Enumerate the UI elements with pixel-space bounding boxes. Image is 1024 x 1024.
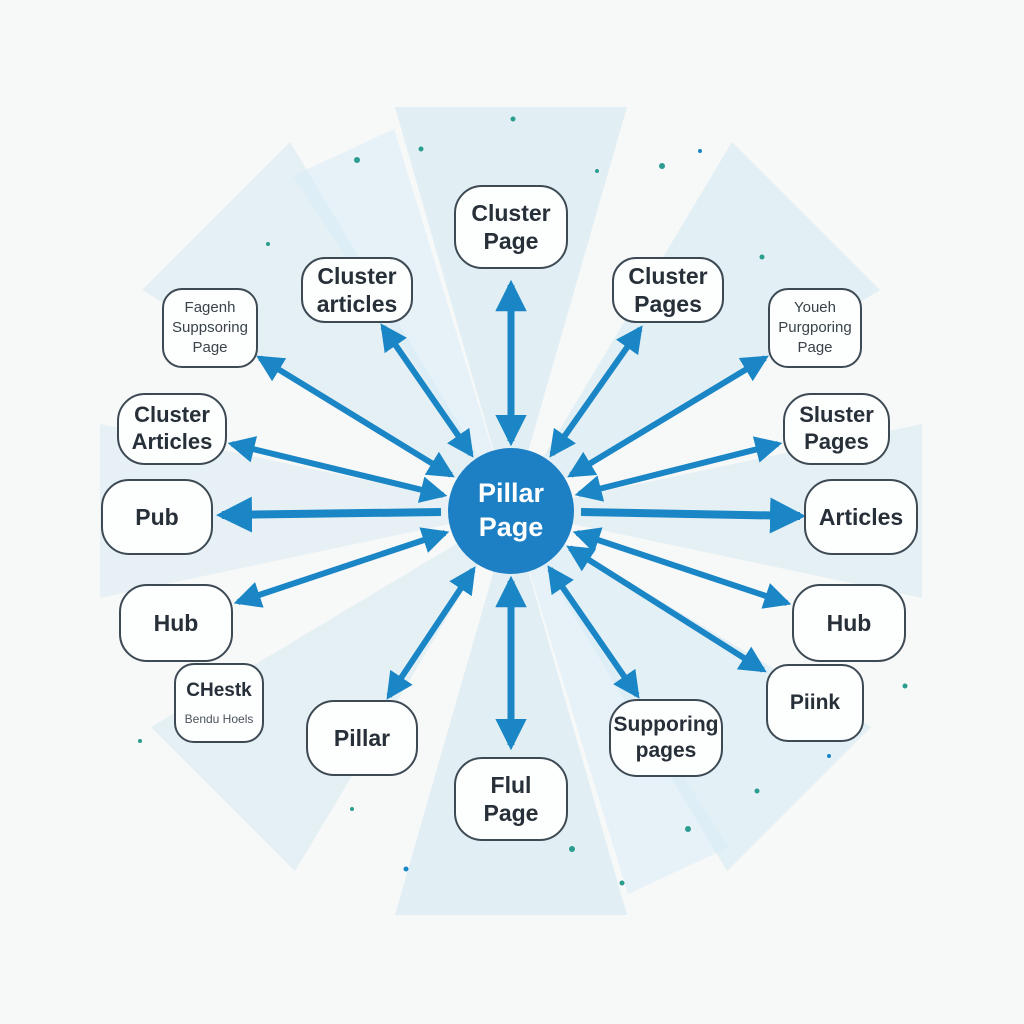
node-cluster-articles-upper-left: Cluster articles	[301, 257, 413, 323]
pillar-page-hub: Pillar Page	[448, 448, 574, 574]
node-pub-left: Pub	[101, 479, 213, 555]
spoke-arrows	[216, 279, 806, 751]
node-supporting-pages-bottom-right: Supporing pages	[609, 699, 723, 777]
node-hub-left: Hub	[119, 584, 233, 662]
node-chestk-lower-left: CHestk Bendu Hoels	[174, 663, 264, 743]
arrow-to-cluster-pages-upper-right	[549, 325, 643, 458]
node-supporting-page-upper-left: Fagenh Suppsoring Page	[162, 288, 258, 368]
arrow-to-articles-right	[580, 497, 806, 534]
node-articles-right: Articles	[804, 479, 918, 555]
node-cluster-page-top: Cluster Page	[454, 185, 568, 269]
node-cluster-articles-left: Cluster Articles	[117, 393, 227, 465]
node-cluster-pages-upper-right: Cluster Pages	[612, 257, 724, 323]
decorative-dots	[138, 116, 908, 886]
arrow-to-cluster-articles-left	[227, 436, 448, 503]
node-supporting-page-upper-right: Youeh Purgporing Page	[768, 288, 862, 368]
node-chestk-subtitle: Bendu Hoels	[184, 712, 254, 727]
node-flul-page-bottom: Flul Page	[454, 757, 568, 841]
arrow-to-hub-right	[572, 527, 792, 609]
node-piink-lower-right: Piink	[766, 664, 864, 742]
arrow-to-pillar-bottom-left	[386, 566, 476, 700]
node-pillar-bottom-left: Pillar	[306, 700, 418, 776]
arrow-to-hub-left	[233, 527, 450, 608]
node-chestk-title: CHestk	[186, 680, 252, 702]
node-sluster-pages-right: Sluster Pages	[783, 393, 890, 465]
arrow-to-pub-left	[216, 496, 442, 533]
node-hub-right: Hub	[792, 584, 906, 662]
